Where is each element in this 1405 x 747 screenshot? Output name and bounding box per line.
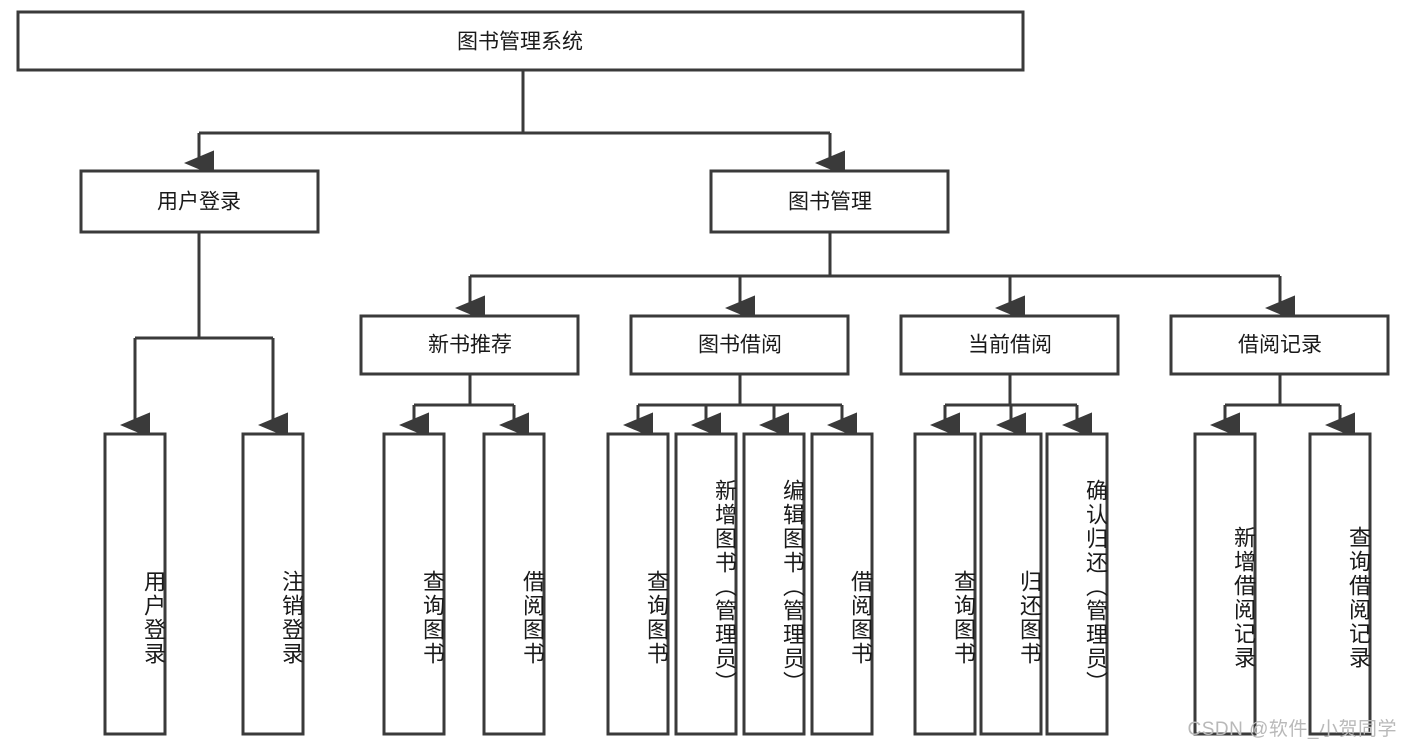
node-book-management-box[interactable]: [709, 169, 950, 234]
node-book-management[interactable]: 图书管理: [709, 169, 950, 234]
node-new-book-recommend-box[interactable]: [359, 314, 580, 376]
node-root[interactable]: 图书管理系统: [16, 10, 1025, 72]
node-book-borrow-box[interactable]: [629, 314, 850, 376]
leaf-box-new-book-2[interactable]: [482, 432, 546, 736]
node-user-login-box[interactable]: [79, 169, 320, 234]
leaf-box-book-borrow-3[interactable]: [742, 432, 806, 736]
node-borrow-record-label: 借阅记录: [1238, 334, 1322, 357]
node-root-label: 图书管理系统: [457, 31, 583, 54]
node-user-login[interactable]: 用户登录: [79, 169, 320, 234]
leaf-box-user-login-1[interactable]: [103, 432, 167, 736]
leaf-box-borrow-record-1[interactable]: [1193, 432, 1257, 736]
node-current-borrow-box[interactable]: [899, 314, 1120, 376]
node-new-book-recommend-label: 新书推荐: [428, 334, 512, 357]
leaf-box-group: [103, 432, 1372, 736]
leaf-box-current-borrow-1[interactable]: [913, 432, 977, 736]
leaf-box-borrow-record-2[interactable]: [1308, 432, 1372, 736]
leaf-box-user-login-2[interactable]: [241, 432, 305, 736]
leaf-box-book-borrow-1[interactable]: [606, 432, 670, 736]
node-book-management-label: 图书管理: [788, 191, 872, 214]
leaf-box-new-book-1[interactable]: [382, 432, 446, 736]
leaf-box-current-borrow-3[interactable]: [1045, 432, 1109, 736]
node-borrow-record-box[interactable]: [1169, 314, 1390, 376]
leaf-box-book-borrow-2[interactable]: [674, 432, 738, 736]
node-new-book-recommend[interactable]: 新书推荐: [359, 314, 580, 376]
node-book-borrow-label: 图书借阅: [698, 334, 782, 357]
node-current-borrow[interactable]: 当前借阅: [899, 314, 1120, 376]
node-user-login-label: 用户登录: [157, 191, 241, 214]
node-borrow-record[interactable]: 借阅记录: [1169, 314, 1390, 376]
leaf-box-book-borrow-4[interactable]: [810, 432, 874, 736]
node-root-box[interactable]: [16, 10, 1025, 72]
node-book-borrow[interactable]: 图书借阅: [629, 314, 850, 376]
leaf-box-current-borrow-2[interactable]: [979, 432, 1043, 736]
csdn-watermark: CSDN @软件_小贺同学: [1187, 719, 1397, 740]
node-current-borrow-label: 当前借阅: [968, 334, 1052, 357]
connector-group: [120, 70, 1355, 438]
